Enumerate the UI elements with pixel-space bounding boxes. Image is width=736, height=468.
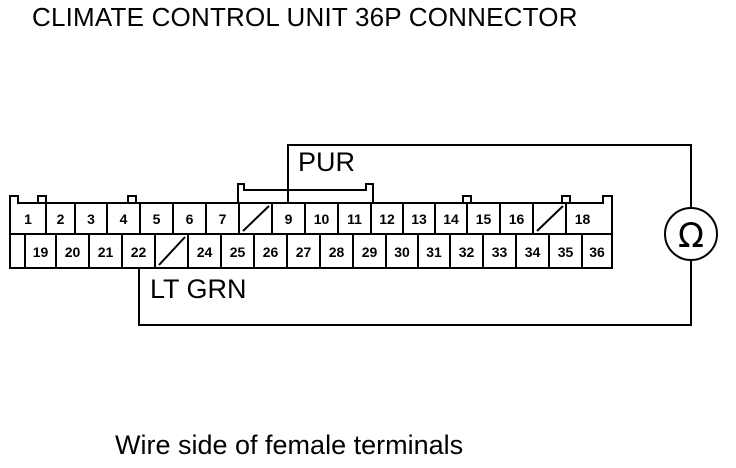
terminal-cell: 30 (385, 234, 410, 268)
terminal-cell: 27 (286, 234, 312, 268)
terminal-cell: 18 (565, 203, 591, 234)
terminal-number: 14 (443, 211, 459, 227)
terminal-cell: 20 (55, 234, 81, 268)
terminal-cell (532, 203, 564, 234)
terminal-cell: 7 (205, 203, 227, 234)
terminal-number: 4 (120, 211, 128, 227)
terminal-number: 33 (492, 244, 508, 260)
diagram-caption: Wire side of female terminals (115, 430, 464, 460)
terminal-cell: 5 (139, 203, 161, 234)
terminal-cell: 24 (187, 234, 213, 268)
terminal-cell: 26 (253, 234, 279, 268)
terminal-cell: 19 (24, 234, 49, 268)
terminal-cell: 36 (581, 234, 605, 268)
terminal-cell: 34 (515, 234, 541, 268)
terminal-number: 6 (186, 211, 194, 227)
terminal-cell: 29 (352, 234, 378, 268)
ohmmeter (664, 207, 718, 261)
unused-terminal-slash (536, 205, 564, 232)
terminal-cell: 28 (319, 234, 345, 268)
terminal-number: 15 (476, 211, 492, 227)
terminal-number: 10 (314, 211, 330, 227)
terminal-number: 19 (33, 244, 49, 260)
terminal-cell: 9 (271, 203, 293, 234)
terminal-number: 11 (347, 211, 362, 227)
terminal-cell: 22 (121, 234, 147, 268)
terminal-number: 32 (459, 244, 475, 260)
terminal-cell: 11 (337, 203, 362, 234)
terminal-number: 36 (589, 244, 605, 260)
terminal-cell: 4 (106, 203, 128, 234)
terminal-number: 26 (263, 244, 279, 260)
terminal-number: 13 (411, 211, 427, 227)
terminal-number: 22 (131, 244, 147, 260)
connector-latch (237, 183, 374, 203)
terminal-cell: 6 (172, 203, 194, 234)
diagram-title: CLIMATE CONTROL UNIT 36P CONNECTOR (32, 2, 578, 32)
terminal-cell: 32 (449, 234, 475, 268)
terminal-cell (154, 234, 186, 268)
terminal-number: 30 (394, 244, 410, 260)
terminal-cell: 2 (45, 203, 65, 234)
wiring (138, 144, 718, 326)
terminal-number: 35 (558, 244, 574, 260)
terminal-number: 21 (98, 244, 114, 260)
terminal-number: 28 (329, 244, 345, 260)
terminal-number: 7 (219, 211, 227, 227)
terminal-number: 16 (509, 211, 525, 227)
connector-body (9, 183, 613, 269)
terminal-number: 29 (362, 244, 378, 260)
lock-tab (462, 195, 472, 203)
terminal-number: 27 (296, 244, 312, 260)
terminal-number: 34 (525, 244, 541, 260)
terminal-number: 24 (197, 244, 213, 260)
unused-terminal-slash (242, 205, 270, 232)
pur-wire (287, 144, 692, 208)
terminal-number: 9 (285, 211, 293, 227)
connector-outline (9, 195, 613, 269)
terminal-number: 25 (230, 244, 246, 260)
terminal-number: 2 (57, 211, 65, 227)
bottom-row: 19 20 21 22 24 25 26 27 28 29 30 31 32 33 34 35 36 (24, 234, 605, 268)
terminal-cell (238, 203, 270, 234)
terminal-cell: 16 (499, 203, 525, 234)
terminal-cell: 15 (466, 203, 492, 234)
terminal-cell: 35 (548, 234, 574, 268)
terminal-number: 18 (575, 211, 591, 227)
unused-terminal-slash (158, 236, 186, 266)
terminal-cell: 12 (370, 203, 395, 234)
terminal-cell: 14 (434, 203, 459, 234)
terminal-cell: 33 (482, 234, 508, 268)
terminal-number: 5 (153, 211, 161, 227)
terminal-cell: 25 (220, 234, 246, 268)
terminal-number: 3 (87, 211, 95, 227)
terminal-cell: 31 (417, 234, 442, 268)
pur-wire-label: PUR (298, 147, 355, 177)
lock-tab (561, 195, 571, 203)
terminal-number: 12 (379, 211, 395, 227)
lt-grn-wire (138, 259, 692, 326)
lock-tab (37, 195, 47, 203)
terminal-cell: 3 (74, 203, 95, 234)
terminal-cell: 21 (88, 234, 114, 268)
lt-grn-wire-label: LT GRN (150, 274, 247, 304)
terminal-cell: 10 (304, 203, 330, 234)
ohm-symbol-icon: Ω (678, 216, 704, 256)
lock-tab (127, 195, 137, 203)
terminal-cell: 13 (402, 203, 427, 234)
terminal-number: 31 (426, 244, 442, 260)
terminal-number: 1 (24, 211, 32, 227)
terminal-number: 20 (65, 244, 81, 260)
terminal-cell: 1 (24, 211, 32, 227)
